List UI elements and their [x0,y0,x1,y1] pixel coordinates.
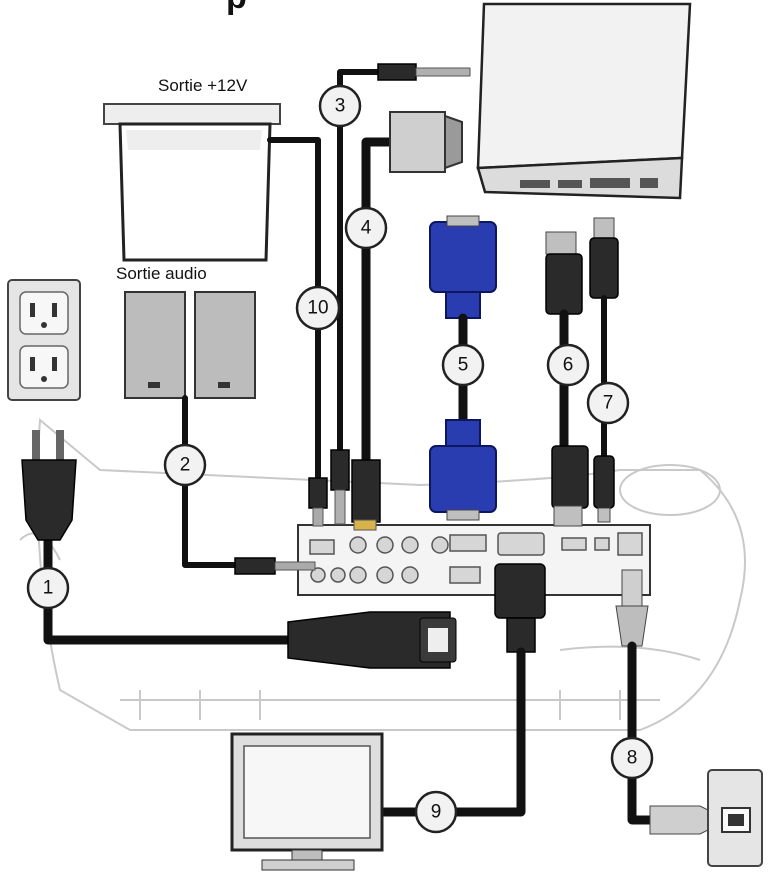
label-screen-output: Sortie +12V [158,76,248,95]
speakers [124,291,256,399]
audio-in-cable [330,63,471,525]
callout-5: 5 [441,343,485,387]
svg-text:9: 9 [431,802,442,823]
wall-outlet [7,279,81,401]
usb-cable [589,217,619,523]
laptop [476,2,692,200]
label-audio-output: Sortie audio [116,264,207,283]
callout-8: 8 [610,736,654,780]
vga-cable [429,215,497,521]
callout-4: 4 [344,206,388,250]
svg-text:6: 6 [563,355,574,376]
callout-9: 9 [414,790,458,834]
rs232-cable [351,111,463,531]
monitor [230,732,384,871]
svg-text:1: 1 [43,578,54,599]
lan-wall-jack [707,769,763,867]
title-fragment: p [226,0,247,17]
trigger-cable [267,137,328,527]
monitor-out-cable [375,563,546,817]
callout-6: 6 [546,343,590,387]
projection-screen [103,103,281,262]
callout-3: 3 [318,84,362,128]
callout-10: 10 [295,285,341,331]
svg-text:2: 2 [180,455,191,476]
power-cable [21,430,457,669]
svg-text:7: 7 [603,393,614,414]
svg-text:8: 8 [627,748,638,769]
lan-cable [615,569,713,835]
callout-7: 7 [586,381,630,425]
callout-2: 2 [163,443,207,487]
projector-io-panel [297,524,651,596]
svg-text:10: 10 [307,298,328,319]
audio-out-cable [182,395,316,575]
svg-text:4: 4 [361,218,372,239]
svg-text:3: 3 [335,96,346,117]
callout-1: 1 [26,566,70,610]
svg-text:5: 5 [458,355,469,376]
